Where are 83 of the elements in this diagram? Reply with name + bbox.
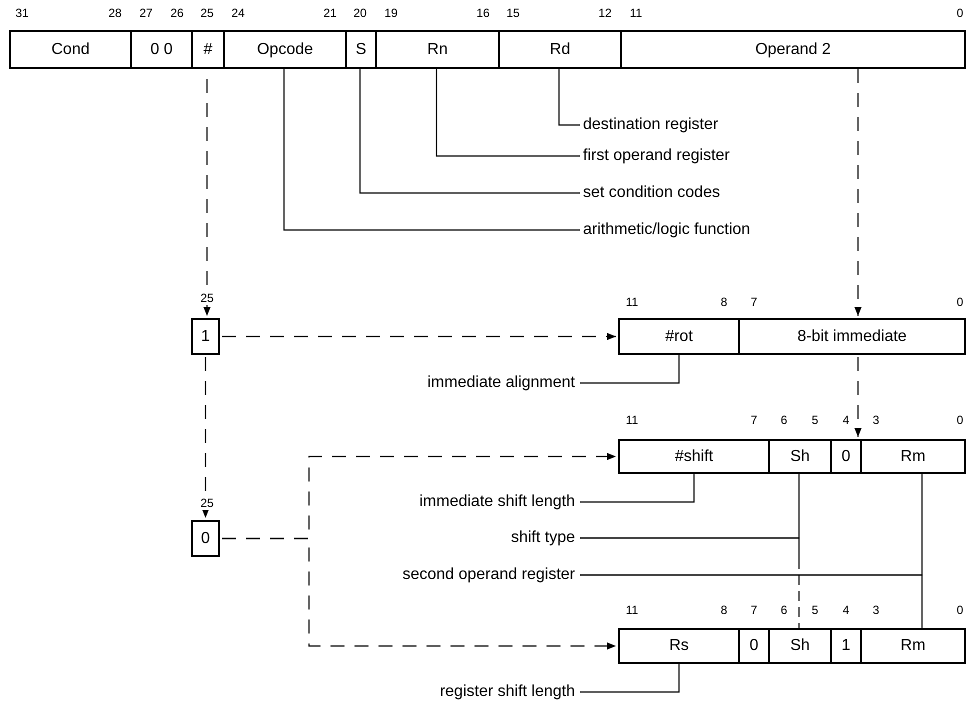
bit-number: 12 [597,6,613,20]
bit-number: 3 [872,603,880,617]
bit-number: 0 [956,6,964,20]
field-description: second operand register [402,566,580,584]
bit-number: 0 [956,603,964,617]
bit-field: 0 0 [130,32,191,67]
bit-field: Rm [860,441,964,472]
bit-number: 4 [842,413,850,427]
bit-field: Sh [768,630,830,662]
bit-number: 25 [199,6,215,20]
bit-field: Sh [768,441,830,472]
field-description: first operand register [580,147,730,165]
bit-field: 1 [830,630,860,662]
bit-field: 0 [191,520,220,557]
bit-field: #rot [620,320,738,353]
bit-number: 11 [624,603,640,617]
leader-line [283,69,580,231]
bit-number: 28 [107,6,123,20]
leader-line [580,537,800,628]
bit-field: 8-bit immediate [738,320,964,353]
bit-number: 11 [624,295,640,309]
bit-number: 19 [383,6,399,20]
bit-field: S [345,32,375,67]
bit-field: # [191,32,223,67]
leader-line [580,664,680,693]
bit-number: 5 [810,603,820,617]
bit-number: 6 [780,413,788,427]
bit-number: 26 [169,6,185,20]
bit-number: 7 [750,413,758,427]
bit-number: 24 [230,6,246,20]
bit-field: Rm [860,630,964,662]
bit-field: Operand 2 [620,32,964,67]
bit-field: Opcode [223,32,345,67]
bit-number: 6 [780,603,788,617]
field-description: destination register [580,116,718,134]
dashed-arrow [854,69,862,316]
bit-number: 8 [720,295,728,309]
bit-number: 5 [810,413,820,427]
bit-field: Rn [375,32,498,67]
field-description: immediate shift length [419,493,580,511]
leader-line [580,574,923,628]
field-description: shift type [510,529,580,547]
bit-number: 8 [720,603,728,617]
leader-line [558,69,580,126]
dashed-arrow [222,538,616,650]
dashed-arrow [202,357,210,518]
bit-field: 1 [191,318,220,355]
bit-number: 20 [352,6,368,20]
bit-field: Rs [620,630,738,662]
bit-field-row [618,318,966,355]
bit-number: 7 [750,603,758,617]
bit-number: 0 [956,295,964,309]
bit-number: 27 [138,6,154,20]
bit-number: 15 [505,6,521,20]
bit-field: Cond [11,32,130,67]
field-description: immediate alignment [427,374,580,392]
bit-field: 0 [830,441,860,472]
leader-line [359,69,580,194]
bit-number: 16 [475,6,491,20]
bit-field-row [9,30,966,69]
bit-number: 31 [14,6,30,20]
field-description: register shift length [440,683,580,701]
leader-line [436,69,580,157]
bit-number: 21 [322,6,338,20]
bit-number: 0 [956,413,964,427]
bit-number: 7 [750,295,758,309]
leader-line [580,474,695,503]
bit-field: 0 [738,630,768,662]
bit-field: Rd [498,32,620,67]
bit-number: 11 [628,6,644,20]
bit-field-row [618,439,966,474]
bit-number: 25 [199,291,215,305]
dashed-arrow [854,357,862,437]
field-description: set condition codes [580,184,720,202]
field-description: arithmetic/logic function [580,221,750,239]
bit-number: 3 [872,413,880,427]
bit-field: #shift [620,441,768,472]
bit-field-row [618,628,966,664]
dashed-arrow [222,332,616,340]
bit-number: 4 [842,603,850,617]
bit-number: 25 [199,496,215,510]
leader-line [580,355,680,384]
bit-number: 11 [624,413,640,427]
